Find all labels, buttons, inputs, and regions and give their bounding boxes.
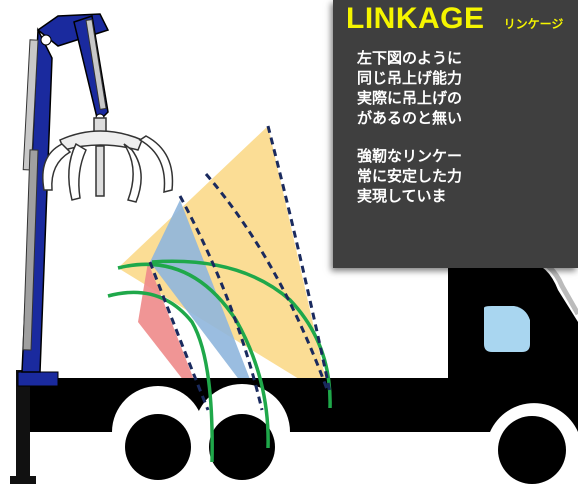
truck-icon: [18, 255, 578, 484]
lifting-range-fans: [118, 126, 330, 410]
description: 左下図のように 同じ吊上げ能力 実際に吊上げの があるのと無い 強靭なリンケー …: [357, 48, 462, 206]
page-title: LINKAGE: [346, 2, 485, 35]
text-line: 常に安定した力: [357, 167, 463, 185]
paragraph-2: 強靭なリンケー 常に安定した力 実現していま: [357, 146, 462, 206]
text-line: 実現していま: [357, 187, 447, 205]
text-line: 実際に吊上げの: [357, 89, 463, 107]
info-panel: [333, 0, 578, 268]
title-row: LINKAGE リンケージ: [346, 2, 563, 36]
text-line: 強靭なリンケー: [357, 147, 463, 165]
text-line: があるのと無い: [357, 109, 463, 127]
paragraph-1: 左下図のように 同じ吊上げ能力 実際に吊上げの があるのと無い: [357, 48, 462, 128]
grapple-icon: [42, 117, 174, 203]
truck-window: [484, 306, 530, 352]
fan-red: [138, 262, 205, 408]
text-line: 同じ吊上げ能力: [357, 69, 463, 87]
fan-blue: [150, 200, 262, 410]
fan-yellow: [118, 126, 330, 398]
text-line: 左下図のように: [357, 49, 463, 67]
page-subtitle: リンケージ: [503, 17, 564, 31]
dashed-arcs: [148, 125, 332, 411]
crane-icon: [10, 13, 110, 484]
